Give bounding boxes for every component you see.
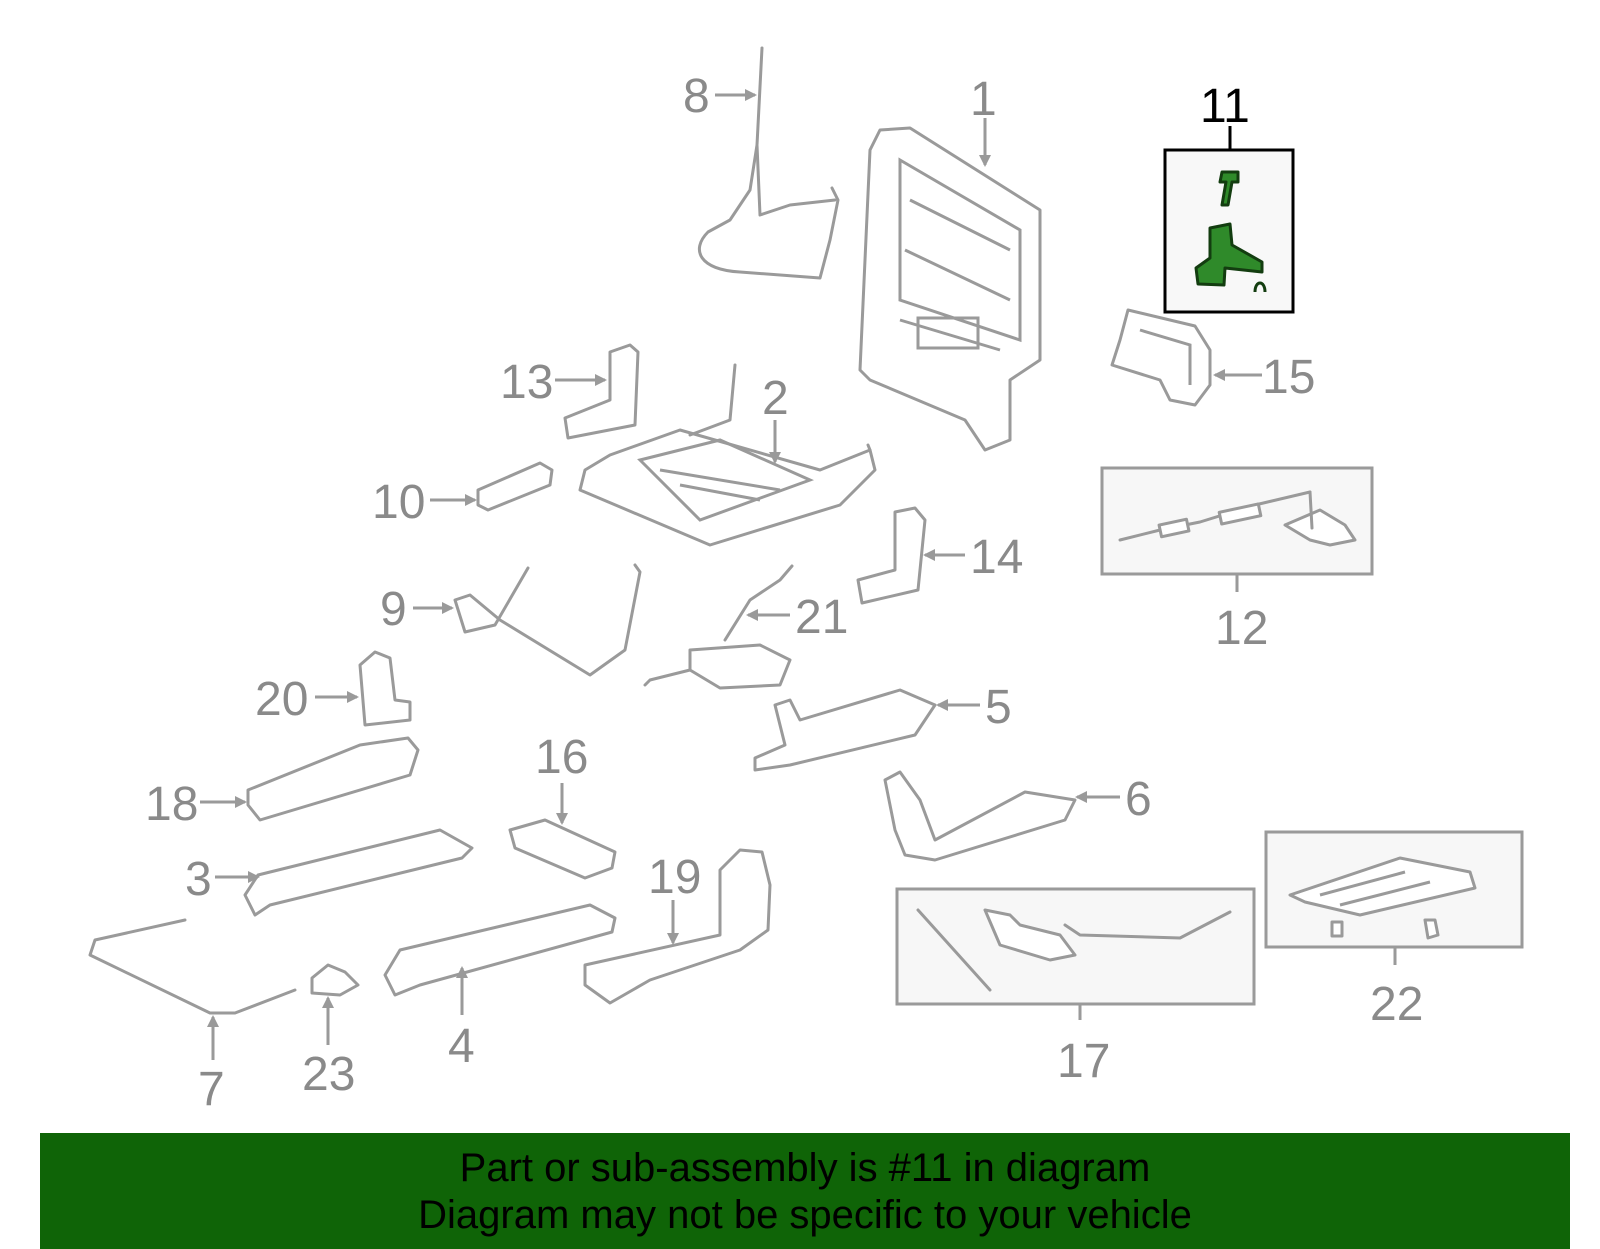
info-banner: Part or sub-assembly is #11 in diagram D… <box>40 1133 1570 1249</box>
callout-6: 6 <box>1125 773 1152 826</box>
part-4-track <box>383 903 617 997</box>
part-12-cable-assembly <box>1118 490 1357 547</box>
part-23-clip <box>310 963 360 997</box>
callout-22: 22 <box>1370 978 1423 1031</box>
callout-19: 19 <box>648 851 701 904</box>
part-19-side-shield <box>583 848 772 1005</box>
part-17-cable-assembly <box>916 908 1232 992</box>
callout-16: 16 <box>535 731 588 784</box>
part-5-rail-cover <box>753 688 937 772</box>
callout-20: 20 <box>255 673 308 726</box>
part-10-trim <box>476 461 554 512</box>
callout-9: 9 <box>380 583 407 636</box>
part-3-track <box>243 828 474 917</box>
part-17-box <box>895 887 1256 1006</box>
callout-18: 18 <box>145 778 198 831</box>
callout-5: 5 <box>985 681 1012 734</box>
part-7-wire <box>88 918 297 1015</box>
part-9-wire <box>453 563 642 677</box>
banner-line-2: Diagram may not be specific to your vehi… <box>418 1193 1192 1237</box>
part-18-cover <box>246 736 420 822</box>
part-14-cover <box>856 506 927 605</box>
callout-11: 11 <box>1200 80 1250 133</box>
callout-4: 4 <box>448 1020 475 1073</box>
part-20-cap <box>358 650 412 727</box>
banner-line-1: Part or sub-assembly is #11 in diagram <box>459 1146 1151 1190</box>
callout-8: 8 <box>683 70 710 123</box>
part-21-latch <box>643 564 794 690</box>
part-11-highlighted-parts <box>1194 170 1267 293</box>
callout-2: 2 <box>762 372 789 425</box>
part-22-tray <box>1288 856 1477 940</box>
part-6-rail-cover <box>883 770 1077 862</box>
callout-17: 17 <box>1057 1035 1110 1088</box>
part-2-cushion-frame <box>578 363 877 547</box>
callout-1: 1 <box>970 73 997 126</box>
callout-23: 23 <box>302 1048 355 1101</box>
part-8-cable <box>697 46 840 280</box>
callout-14: 14 <box>970 531 1023 584</box>
callout-12: 12 <box>1215 602 1268 655</box>
callout-10: 10 <box>372 476 425 529</box>
part-13-cover <box>563 343 640 440</box>
callout-7: 7 <box>198 1063 225 1116</box>
callout-21: 21 <box>795 591 848 644</box>
part-15-bracket <box>1110 308 1212 407</box>
callout-3: 3 <box>185 853 212 906</box>
callout-13: 13 <box>500 356 553 409</box>
callout-15: 15 <box>1262 351 1315 404</box>
part-1-seatback-frame <box>858 126 1042 452</box>
part-16-pad <box>508 818 617 880</box>
